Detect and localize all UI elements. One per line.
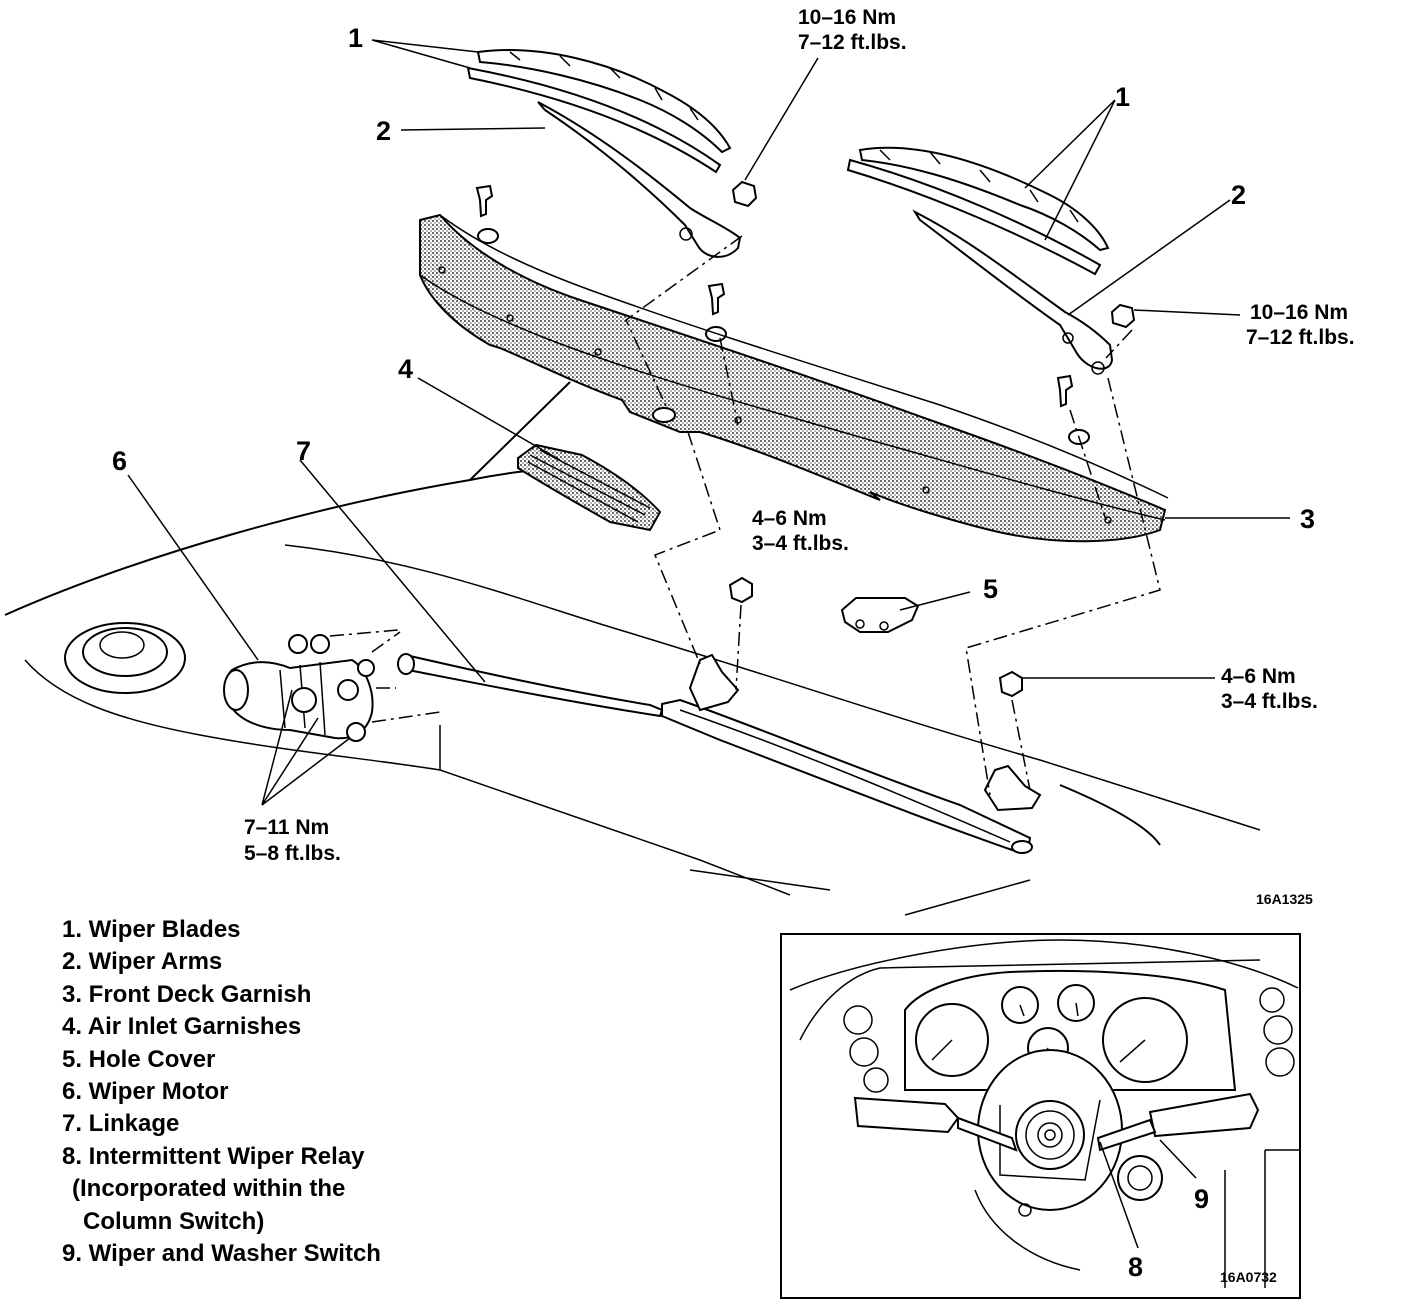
callout-9: 9	[1194, 1184, 1209, 1214]
callout-2-left: 2	[376, 116, 391, 146]
torque-link-left-ft: 3–4 ft.lbs.	[752, 532, 849, 555]
callout-1-left: 1	[348, 23, 363, 53]
legend-item-3: 3. Front Deck Garnish	[62, 980, 312, 1008]
callout-4: 4	[398, 354, 413, 384]
legend-item-4: 4. Air Inlet Garnishes	[62, 1013, 302, 1041]
torque-arm-right-ft: 7–12 ft.lbs.	[1246, 326, 1355, 349]
callout-2-right: 2	[1231, 180, 1246, 210]
callout-3: 3	[1300, 504, 1315, 534]
linkage	[397, 653, 1042, 854]
front-deck-garnish	[419, 213, 1169, 543]
legend-item-2: 2. Wiper Arms	[62, 948, 223, 976]
parts-legend: 1. Wiper Blades 2. Wiper Arms 3. Front D…	[62, 914, 381, 1270]
torque-link-left-nm: 4–6 Nm	[752, 507, 827, 530]
alignment-lines	[329, 235, 1161, 796]
hole-cover	[840, 597, 920, 633]
callout-8: 8	[1128, 1252, 1143, 1282]
air-inlet-garnish	[517, 443, 662, 532]
torque-arm-left-nm: 10–16 Nm	[798, 6, 896, 29]
torque-link-right-nm: 4–6 Nm	[1221, 665, 1296, 688]
fasteners	[475, 180, 1136, 698]
callout-6: 6	[112, 446, 127, 476]
legend-item-1: 1. Wiper Blades	[62, 916, 241, 943]
callout-7: 7	[296, 436, 311, 466]
wiper-motor	[223, 634, 375, 742]
inset-steering-column: 8 9 16A0732	[780, 933, 1301, 1299]
torque-arm-right-nm: 10–16 Nm	[1250, 301, 1348, 324]
torque-arm-left-ft: 7–12 ft.lbs.	[798, 31, 907, 54]
legend-item-5: 5. Hole Cover	[62, 1045, 216, 1073]
leader-lines	[127, 39, 1290, 806]
legend-item-7: 7. Linkage	[62, 1110, 180, 1138]
legend-item-9: 9. Wiper and Washer Switch	[62, 1240, 381, 1268]
figure-code-main: 16A1325	[1256, 891, 1313, 907]
figure-code-inset: 16A0732	[1220, 1269, 1277, 1285]
legend-item-6: 6. Wiper Motor	[62, 1078, 229, 1106]
body-panel	[4, 381, 1261, 916]
wiper-blades	[466, 49, 1110, 276]
legend-item-8: 8. Intermittent Wiper Relay	[62, 1142, 365, 1170]
legend-item-8-note: (Incorporated within the	[72, 1175, 346, 1203]
torque-motor-ft: 5–8 ft.lbs.	[244, 842, 341, 865]
callout-1-right: 1	[1115, 82, 1130, 112]
callout-5: 5	[983, 574, 998, 604]
torque-link-right-ft: 3–4 ft.lbs.	[1221, 690, 1318, 713]
torque-motor-nm: 7–11 Nm	[244, 816, 329, 839]
legend-item-8-note-cont: Column Switch)	[83, 1207, 265, 1235]
wiper-arms	[537, 101, 1114, 375]
